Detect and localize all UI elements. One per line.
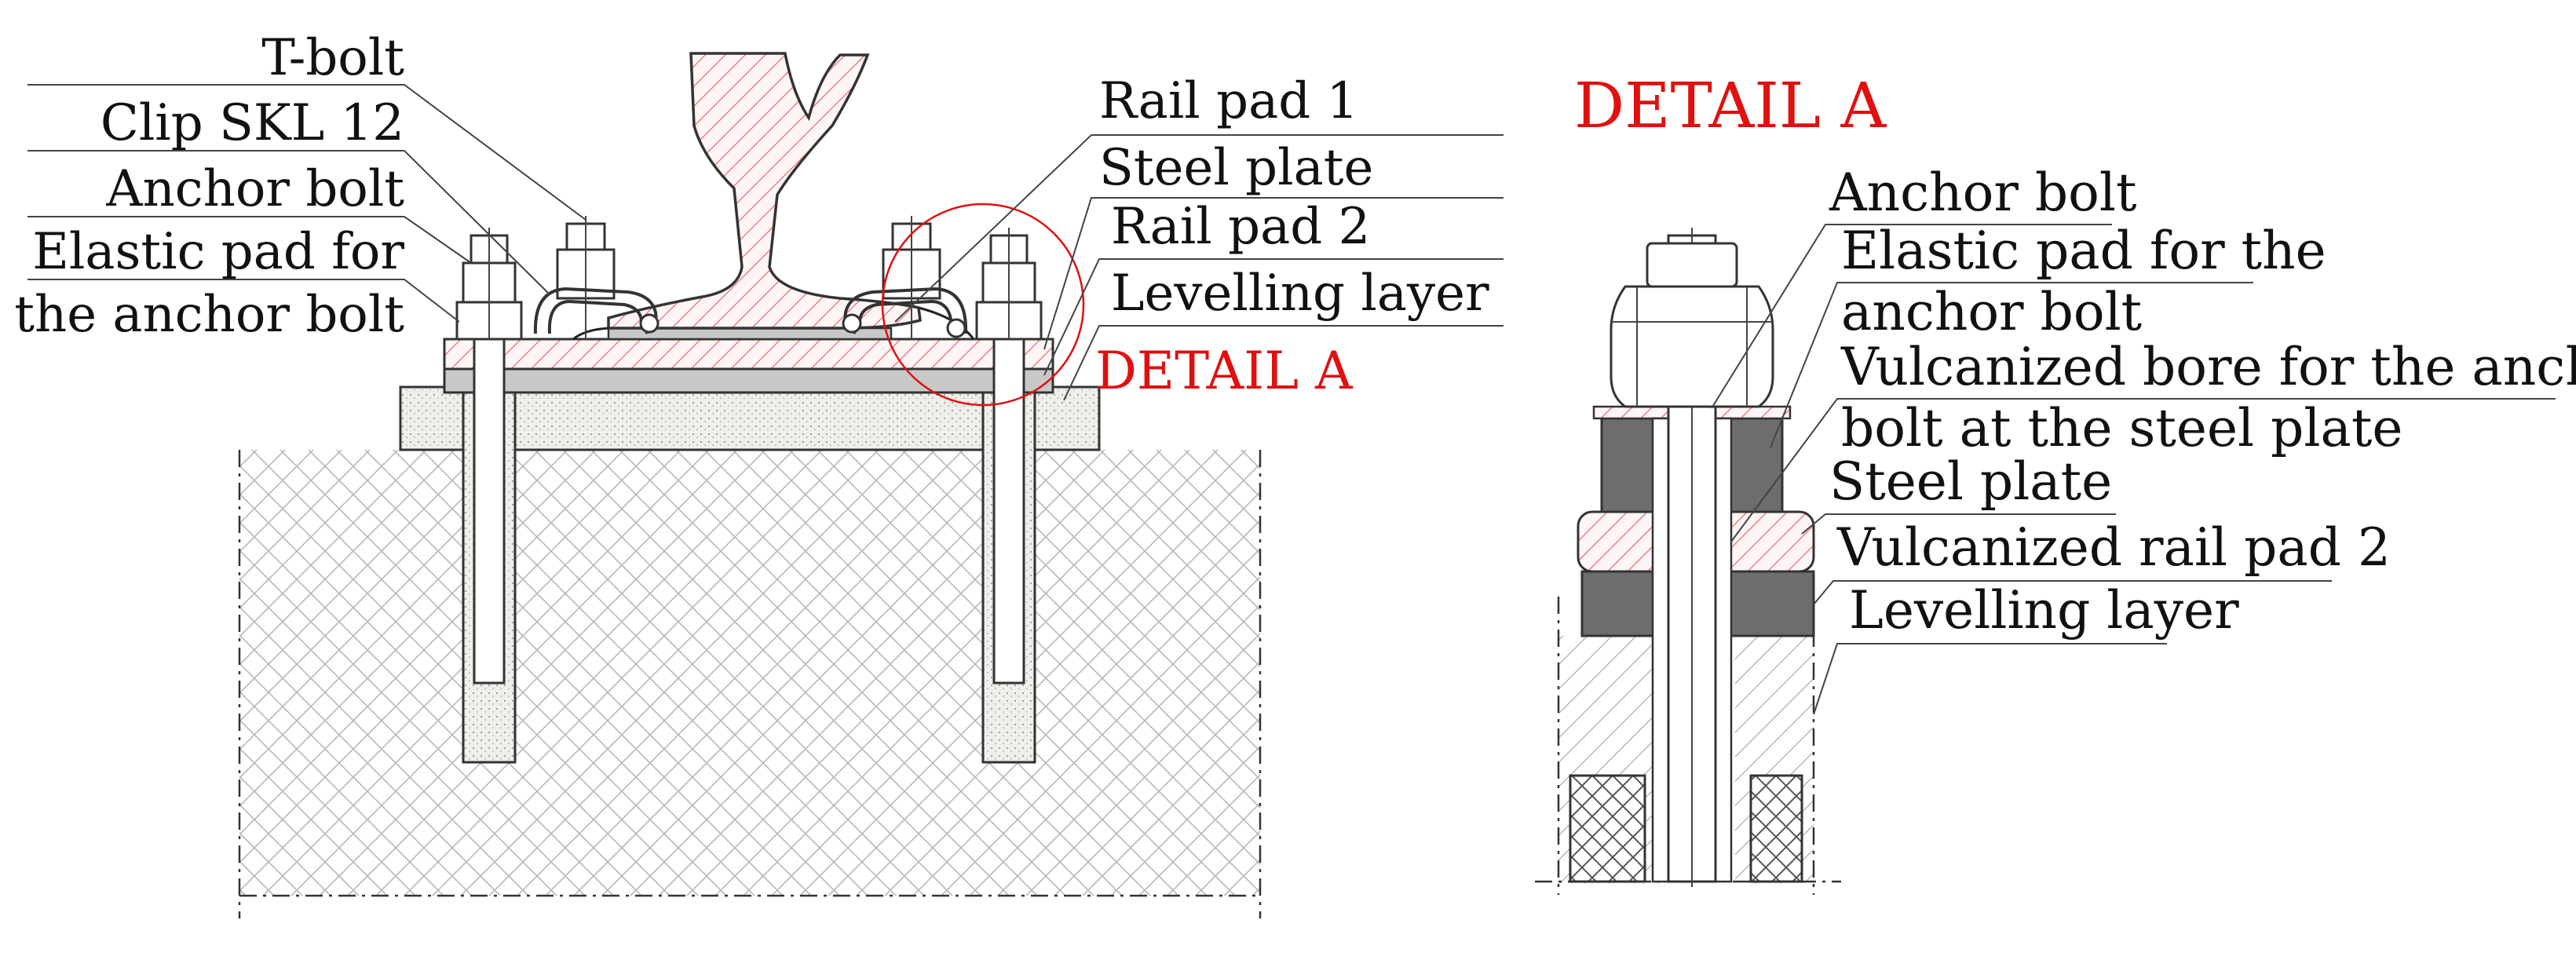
anchor-bolt-shaft-left — [473, 273, 506, 685]
label-rail-pad-1: Rail pad 1 — [1099, 72, 1358, 130]
detail-label-levelling: Levelling layer — [1849, 580, 2239, 641]
detail-labels: Anchor bolt Elastic pad for the anchor b… — [1711, 162, 2576, 715]
label-steel-plate: Steel plate — [1099, 139, 1373, 197]
label-clip: Clip SKL 12 — [100, 94, 404, 152]
steel-plate — [443, 338, 1054, 371]
label-rail-pad-2: Rail pad 2 — [1111, 198, 1370, 256]
detail-label-vulcanized-bore-1: Vulcanized bore for the anchor — [1840, 337, 2576, 397]
label-anchor-bolt: Anchor bolt — [105, 160, 404, 218]
anchor-nut-right — [975, 228, 1043, 341]
anchor-nut-left — [455, 228, 523, 341]
label-detail-a-marker: DETAIL A — [1095, 341, 1354, 401]
left-labels: T-bolt Clip SKL 12 Anchor bolt Elastic p… — [14, 29, 586, 344]
middle-labels: Rail pad 1 Steel plate Rail pad 2 Levell… — [894, 72, 1504, 401]
detail-nut — [1610, 285, 1774, 408]
detail-bolt-top — [1646, 242, 1738, 288]
detail-a-section: DETAIL A — [1535, 69, 1887, 895]
anchor-bolt-shaft-right — [992, 273, 1025, 685]
clip-toe-right-outer — [946, 318, 966, 338]
detail-concrete-left — [1569, 774, 1646, 883]
detail-label-steel-plate: Steel plate — [1829, 451, 2112, 512]
main-section — [238, 52, 1262, 918]
concrete-slab — [239, 450, 1260, 896]
detail-label-anchor-bolt: Anchor bolt — [1829, 162, 2137, 223]
label-t-bolt: T-bolt — [261, 29, 404, 87]
detail-a-title: DETAIL A — [1574, 69, 1887, 142]
t-bolt-nut-left — [556, 216, 616, 339]
detail-label-vulcanized-bore-2: bolt at the steel plate — [1841, 398, 2402, 458]
detail-a-circle — [881, 203, 1085, 407]
detail-concrete-right — [1749, 774, 1803, 883]
detail-label-elastic-pad-2: anchor bolt — [1841, 282, 2142, 342]
rail-pad-2 — [443, 367, 1054, 394]
detail-label-vulcanized-pad: Vulcanized rail pad 2 — [1836, 517, 2391, 578]
detail-label-elastic-pad-1: Elastic pad for the — [1841, 221, 2326, 281]
rail-profile — [607, 52, 922, 330]
label-elastic-pad-2: the anchor bolt — [14, 286, 404, 344]
label-elastic-pad-1: Elastic pad for — [32, 223, 404, 281]
label-levelling-layer: Levelling layer — [1111, 265, 1489, 323]
clip-toe-left — [639, 313, 660, 334]
clip-toe-right — [842, 313, 862, 334]
